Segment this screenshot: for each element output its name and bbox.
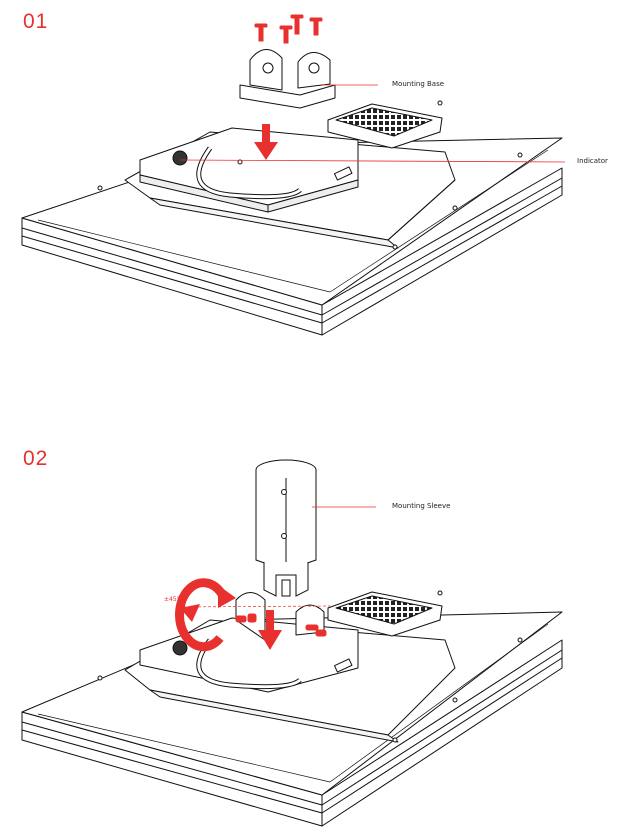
driver-box-02 <box>139 617 359 693</box>
down-arrow-icon-02 <box>258 610 282 650</box>
label-indicator: Indicator <box>577 157 608 165</box>
screws-icon <box>254 14 323 44</box>
angle-guide-line <box>177 605 331 608</box>
rotate-arrow-icon <box>175 578 236 652</box>
screws-icon-02 <box>235 613 327 637</box>
step-number-02: 02 <box>23 447 48 471</box>
label-rotation-angle: ±45° <box>164 596 180 603</box>
step-02-luminaire <box>21 590 563 827</box>
mounting-base-bracket <box>239 49 336 109</box>
step-number-text: 01 <box>23 10 49 33</box>
down-arrow-icon <box>254 124 278 160</box>
step-01-luminaire <box>21 100 563 336</box>
panel-edge-right <box>321 167 563 336</box>
label-mounting-base: Mounting Base <box>392 80 445 88</box>
step-number-text: 02 <box>23 447 49 470</box>
label-mounting-sleeve: Mounting Sleeve <box>392 502 451 510</box>
callout-line-indicator <box>179 159 566 163</box>
mounting-sleeve <box>255 459 317 597</box>
step-number-01: 01 <box>23 10 48 34</box>
